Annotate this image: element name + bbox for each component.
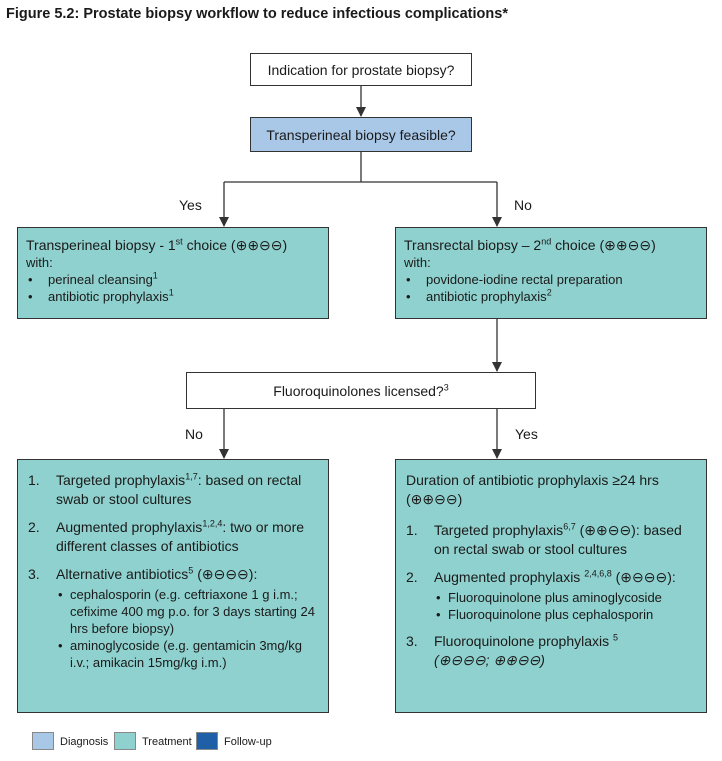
fluoroquinolones-licensed-node: Fluoroquinolones licensed?3 xyxy=(186,372,536,409)
list-item: antibiotic prophylaxis2 xyxy=(404,288,698,305)
no-label-left: No xyxy=(185,426,203,442)
transperineal-title: Transperineal biopsy - 1st choice (⊕⊕⊖⊖) xyxy=(26,236,288,253)
no-fq-options-list: 1. Targeted prophylaxis1,7: based on rec… xyxy=(28,471,318,671)
no-label-right: No xyxy=(514,197,532,213)
indication-node: Indication for prostate biopsy? xyxy=(250,53,472,86)
sublist-item: Fluoroquinolone plus cephalosporin xyxy=(434,606,696,623)
indication-text: Indication for prostate biopsy? xyxy=(267,61,455,78)
transperineal-biopsy-box: Transperineal biopsy - 1st choice (⊕⊕⊖⊖)… xyxy=(17,227,329,319)
sublist-item: cephalosporin (e.g. ceftriaxone 1 g i.m.… xyxy=(56,586,318,637)
transperineal-feasible-text: Transperineal biopsy feasible? xyxy=(266,126,456,143)
augmented-sublist: Fluoroquinolone plus aminoglycoside Fluo… xyxy=(434,589,696,623)
transrectal-biopsy-box: Transrectal biopsy – 2nd choice (⊕⊕⊖⊖) w… xyxy=(395,227,707,319)
legend-swatch-treatment xyxy=(114,732,136,750)
alternative-antibiotics-sublist: cephalosporin (e.g. ceftriaxone 1 g i.m.… xyxy=(56,586,318,671)
fluoroquinolone-box: Duration of antibiotic prophylaxis ≥24 h… xyxy=(395,459,707,713)
list-item: 3. Fluoroquinolone prophylaxis 5 (⊕⊖⊖⊖; … xyxy=(406,632,619,668)
legend-label-treatment: Treatment xyxy=(142,736,192,748)
list-item: 1. Targeted prophylaxis1,7: based on rec… xyxy=(28,471,302,507)
list-item: 2. Augmented prophylaxis1,2,4: two or mo… xyxy=(28,518,305,554)
transperineal-list: perineal cleansing1 antibiotic prophylax… xyxy=(26,271,320,305)
transrectal-with: with: xyxy=(404,255,431,270)
sublist-item: Fluoroquinolone plus aminoglycoside xyxy=(434,589,696,606)
list-item: povidone-iodine rectal preparation xyxy=(404,271,698,288)
yes-label-right: Yes xyxy=(515,426,538,442)
list-item: 2. Augmented prophylaxis 2,4,6,8 (⊕⊖⊖⊖):… xyxy=(406,568,696,623)
list-item: perineal cleansing1 xyxy=(26,271,320,288)
legend-swatch-followup xyxy=(196,732,218,750)
legend-label-diagnosis: Diagnosis xyxy=(60,736,109,748)
list-item: 3. Alternative antibiotics5 (⊕⊖⊖⊖): ceph… xyxy=(28,565,318,671)
no-fluoroquinolone-box: 1. Targeted prophylaxis1,7: based on rec… xyxy=(17,459,329,713)
yes-label-left: Yes xyxy=(179,197,202,213)
transperineal-feasible-node: Transperineal biopsy feasible? xyxy=(250,117,472,152)
legend-swatch-diagnosis xyxy=(32,732,54,750)
list-item: antibiotic prophylaxis1 xyxy=(26,288,320,305)
duration-heading: Duration of antibiotic prophylaxis ≥24 h… xyxy=(406,472,659,507)
fq-licensed-text: Fluoroquinolones licensed?3 xyxy=(273,381,449,399)
figure-title: Figure 5.2: Prostate biopsy workflow to … xyxy=(6,6,508,22)
legend-label-followup: Follow-up xyxy=(224,736,272,748)
fq-options-list: 1. Targeted prophylaxis6,7 (⊕⊕⊖⊖): based… xyxy=(406,521,696,670)
transrectal-title: Transrectal biopsy – 2nd choice (⊕⊕⊖⊖) xyxy=(404,236,656,253)
transperineal-with: with: xyxy=(26,255,53,270)
sublist-item: aminoglycoside (e.g. gentamicin 3mg/kg i… xyxy=(56,637,318,671)
list-item: 1. Targeted prophylaxis6,7 (⊕⊕⊖⊖): based… xyxy=(406,521,682,557)
transrectal-list: povidone-iodine rectal preparation antib… xyxy=(404,271,698,305)
